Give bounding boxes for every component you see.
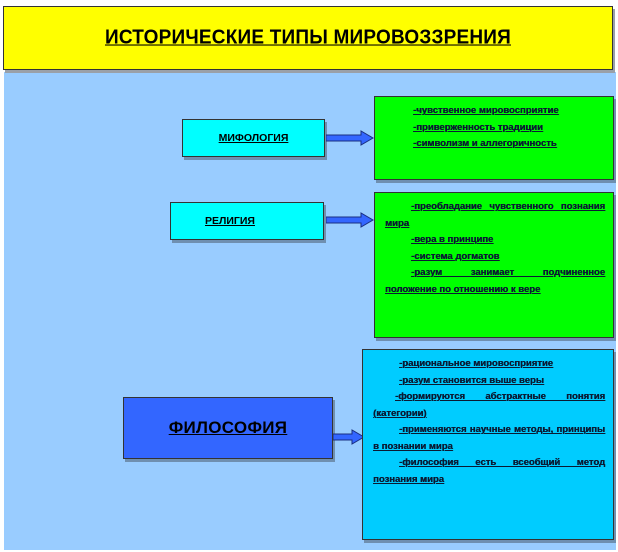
mythology-description-box: -чувственное мировосприятие -приверженно… [374, 96, 614, 180]
philosophy-arrow [333, 429, 365, 445]
mythology-box: МИФОЛОГИЯ [182, 119, 325, 157]
philosophy-point: -философия есть всеобщий метод познания … [373, 457, 605, 485]
philosophy-description-box: -рациональное мировосприятие -разум стан… [362, 349, 614, 540]
mythology-point: -чувственное мировосприятие [413, 105, 559, 116]
philosophy-point: -формируются абстрактные понятия (катего… [373, 391, 605, 419]
diagram-title: ИСТОРИЧЕСКИЕ ТИПЫ МИРОВОЗЗРЕНИЯ [105, 26, 511, 49]
religion-arrow [326, 212, 374, 228]
religion-label: РЕЛИГИЯ [205, 215, 255, 227]
religion-point: -преобладание чувственного познания мира [385, 201, 605, 229]
philosophy-point: -применяются научные методы, принципы в … [373, 424, 605, 452]
philosophy-point: -рациональное мировосприятие [399, 358, 553, 369]
religion-point: -разум занимает подчиненное положение по… [385, 267, 605, 295]
religion-point: -система догматов [411, 250, 500, 262]
philosophy-point: -разум становится выше веры [399, 374, 544, 386]
philosophy-box: ФИЛОСОФИЯ [123, 397, 333, 459]
religion-description-box: -преобладание чувственного познания мира… [374, 192, 614, 338]
mythology-point: -приверженность традиции [413, 121, 543, 133]
religion-box: РЕЛИГИЯ [170, 202, 324, 240]
mythology-arrow [326, 130, 374, 146]
philosophy-label: ФИЛОСОФИЯ [168, 418, 288, 437]
mythology-point: -символизм и аллегоричность [413, 138, 557, 149]
mythology-label: МИФОЛОГИЯ [218, 132, 289, 144]
religion-point: -вера в принципе [411, 234, 494, 245]
title-box: ИСТОРИЧЕСКИЕ ТИПЫ МИРОВОЗЗРЕНИЯ [3, 6, 613, 70]
